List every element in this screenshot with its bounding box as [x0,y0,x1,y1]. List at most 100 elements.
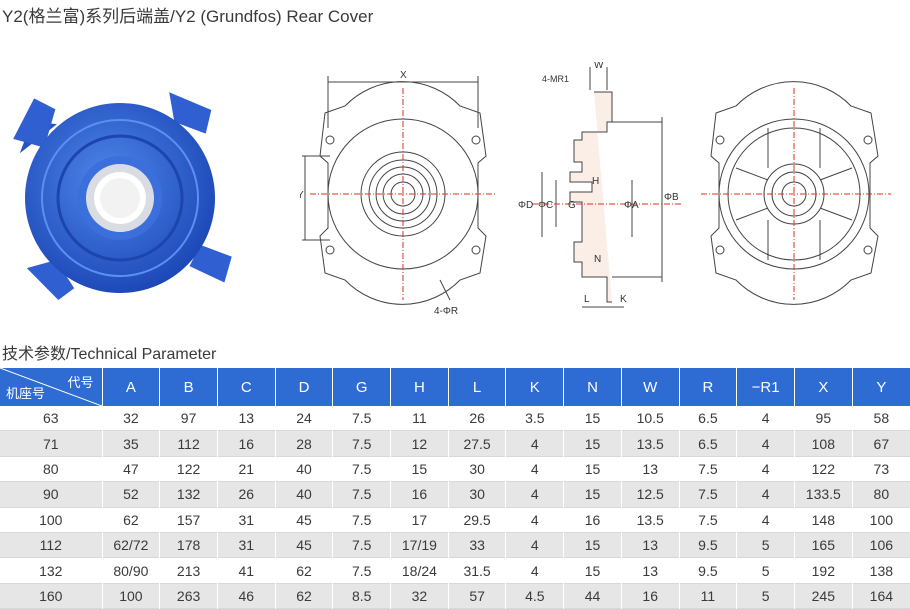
table-cell: 18/24 [390,557,449,584]
table-cell: 100 [101,583,160,609]
table-cell: 17/19 [390,532,449,558]
table-cell: 24 [274,406,333,431]
table-cell: 7.5 [678,507,737,533]
table-cell: 73 [851,456,910,482]
table-cell: 133.5 [793,481,853,508]
table-cell: 17 [390,507,449,533]
table-cell: 58 [851,406,910,431]
table-cell: 26 [216,481,276,508]
table-cell: 112 [159,430,218,457]
frame-size-cell: 160 [0,583,103,609]
table-cell: 45 [274,507,333,533]
label-l: L [584,294,590,305]
table-cell: 62 [274,583,333,609]
label-phi-c: ΦC [538,200,553,211]
label-g: G [568,200,576,211]
table-cell: 15 [563,557,622,584]
table-cell: 263 [159,583,218,609]
table-cell: 80/90 [101,557,160,584]
front-view-drawing: X Y 4-ΦR [300,70,496,317]
header-cell: K [505,368,564,406]
label-phi-a: ΦA [624,200,639,211]
table-cell: 7.5 [332,456,391,482]
table-cell: 40 [274,481,333,508]
table-cell: 108 [793,430,853,457]
corner-header-code: 代号 [67,375,94,390]
table-cell: 5 [736,583,795,609]
table-cell: 16 [390,481,449,508]
table-cell: 6.5 [678,430,737,457]
table-cell: 100 [851,507,910,533]
table-cell: 57 [447,583,506,609]
table-cell: 138 [851,557,910,584]
label-y: Y [300,190,304,201]
table-cell: 97 [159,406,218,431]
header-cell: G [332,368,391,406]
table-cell: 47 [101,456,160,482]
header-cell: A [101,368,160,406]
header-cell: W [620,368,680,406]
table-cell: 4 [736,481,795,508]
header-cell: R [678,368,737,406]
table-cell: 106 [851,532,910,558]
drawings-area: X Y 4-ΦR W 4-MR1 H ΦD ΦC G ΦA ΦB N L [0,40,910,317]
frame-size-cell: 100 [0,507,103,533]
table-cell: 52 [101,481,160,508]
table-cell: 12.5 [620,481,680,508]
table-cell: 29.5 [447,507,506,533]
table-cell: 35 [101,430,160,457]
header-cell: C [216,368,276,406]
table-cell: 7.5 [332,557,391,584]
table-cell: 31 [216,507,276,533]
table-cell: 4 [736,430,795,457]
table-cell: 3.5 [505,406,564,431]
table-cell: 7.5 [332,507,391,533]
label-n: N [594,254,601,265]
table-cell: 16 [563,507,622,533]
rear-view-drawing [701,81,891,305]
header-cell: L [447,368,506,406]
table-cell: 15 [563,532,622,558]
frame-size-cell: 63 [0,406,103,431]
table-cell: 122 [159,456,218,482]
corner-header-frame: 机座号 [6,386,46,401]
table-cell: 15 [390,456,449,482]
section-view-drawing: W 4-MR1 H ΦD ΦC G ΦA ΦB N L K [518,62,682,308]
header-cell: −R1 [736,368,795,406]
table-cell: 26 [447,406,506,431]
header-cell: N [563,368,622,406]
table-cell: 4 [505,456,564,482]
table-cell: 80 [851,481,910,508]
table-cell: 30 [447,481,506,508]
table-cell: 16 [216,430,276,457]
table-cell: 21 [216,456,276,482]
header-cell: Y [851,368,910,406]
table-cell: 192 [793,557,853,584]
section-title: 技术参数/Technical Parameter [2,346,217,363]
table-cell: 27.5 [447,430,506,457]
table-cell: 13 [620,456,680,482]
table-header-row: 代号 机座号 A B C D G H L K N W R −R1 X Y [0,368,910,406]
table-cell: 7.5 [678,456,737,482]
table-cell: 33 [447,532,506,558]
table-cell: 15 [563,430,622,457]
table-cell: 11 [390,406,449,431]
table-cell: 4 [505,557,564,584]
table-cell: 148 [793,507,853,533]
table-cell: 31.5 [447,557,506,584]
table-cell: 13 [620,532,680,558]
table-cell: 13.5 [620,507,680,533]
table-cell: 44 [563,583,622,609]
table-cell: 9.5 [678,557,737,584]
table-cell: 46 [216,583,276,609]
table-cell: 15 [563,481,622,508]
label-4r: 4-ΦR [434,306,458,317]
table-cell: 7.5 [332,430,391,457]
table-cell: 15 [563,456,622,482]
